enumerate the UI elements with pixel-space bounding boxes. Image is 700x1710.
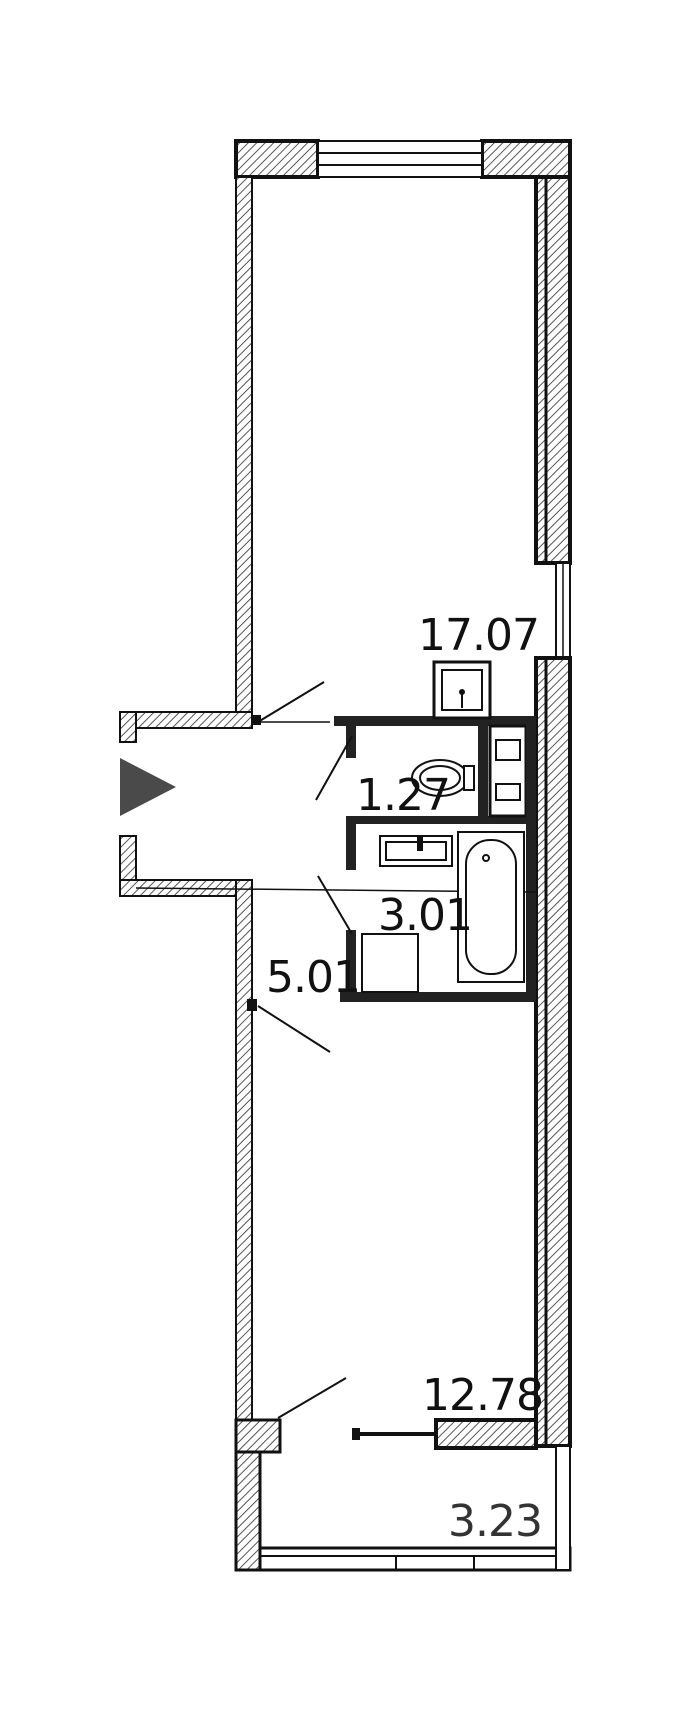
window-right <box>555 562 571 659</box>
window-top <box>317 140 483 178</box>
right-wall-upper <box>534 175 572 565</box>
balcony-area: 3.23 <box>448 1496 542 1547</box>
washing-machine-icon <box>361 933 419 993</box>
interior-walls <box>334 716 536 1002</box>
top-wall-left <box>234 139 320 179</box>
fixtures <box>361 660 525 993</box>
room-top-area: 17.07 <box>418 610 539 661</box>
toilet-icon <box>411 759 475 797</box>
bathtub-icon <box>457 831 525 983</box>
room-bottom-area: 12.78 <box>422 1370 543 1421</box>
balcony-separator-wall <box>434 1418 538 1450</box>
left-wall-lower <box>235 879 253 1421</box>
top-wall-right <box>480 139 572 179</box>
hallway-area: 5.01 <box>266 952 360 1003</box>
entrance-wall-top-stub <box>119 711 137 743</box>
entrance-arrow-icon <box>120 758 176 816</box>
left-wall-upper <box>235 176 253 719</box>
door-room-top <box>257 681 325 723</box>
right-wall-lower <box>534 656 572 1448</box>
bathroom-area: 3.01 <box>378 890 472 941</box>
toilet-area: 1.27 <box>356 770 450 821</box>
balcony-right-edge <box>555 1445 571 1571</box>
door-room-bottom <box>257 1005 331 1053</box>
entrance-wall-top <box>119 711 253 729</box>
door-wc <box>315 735 353 801</box>
kitchen-sink-icon <box>432 660 492 720</box>
balcony-left-corner <box>234 1418 282 1454</box>
doors <box>135 681 537 1419</box>
entrance-wall-bottom-stub <box>119 835 137 885</box>
door-balcony <box>277 1377 347 1419</box>
door-bath <box>317 875 353 935</box>
area-labels: 17.07 1.27 3.01 5.01 12.78 3.23 <box>266 610 544 1547</box>
outer-walls <box>119 139 572 1572</box>
washbasin-icon <box>379 835 453 867</box>
balcony-glazing <box>258 1546 572 1572</box>
